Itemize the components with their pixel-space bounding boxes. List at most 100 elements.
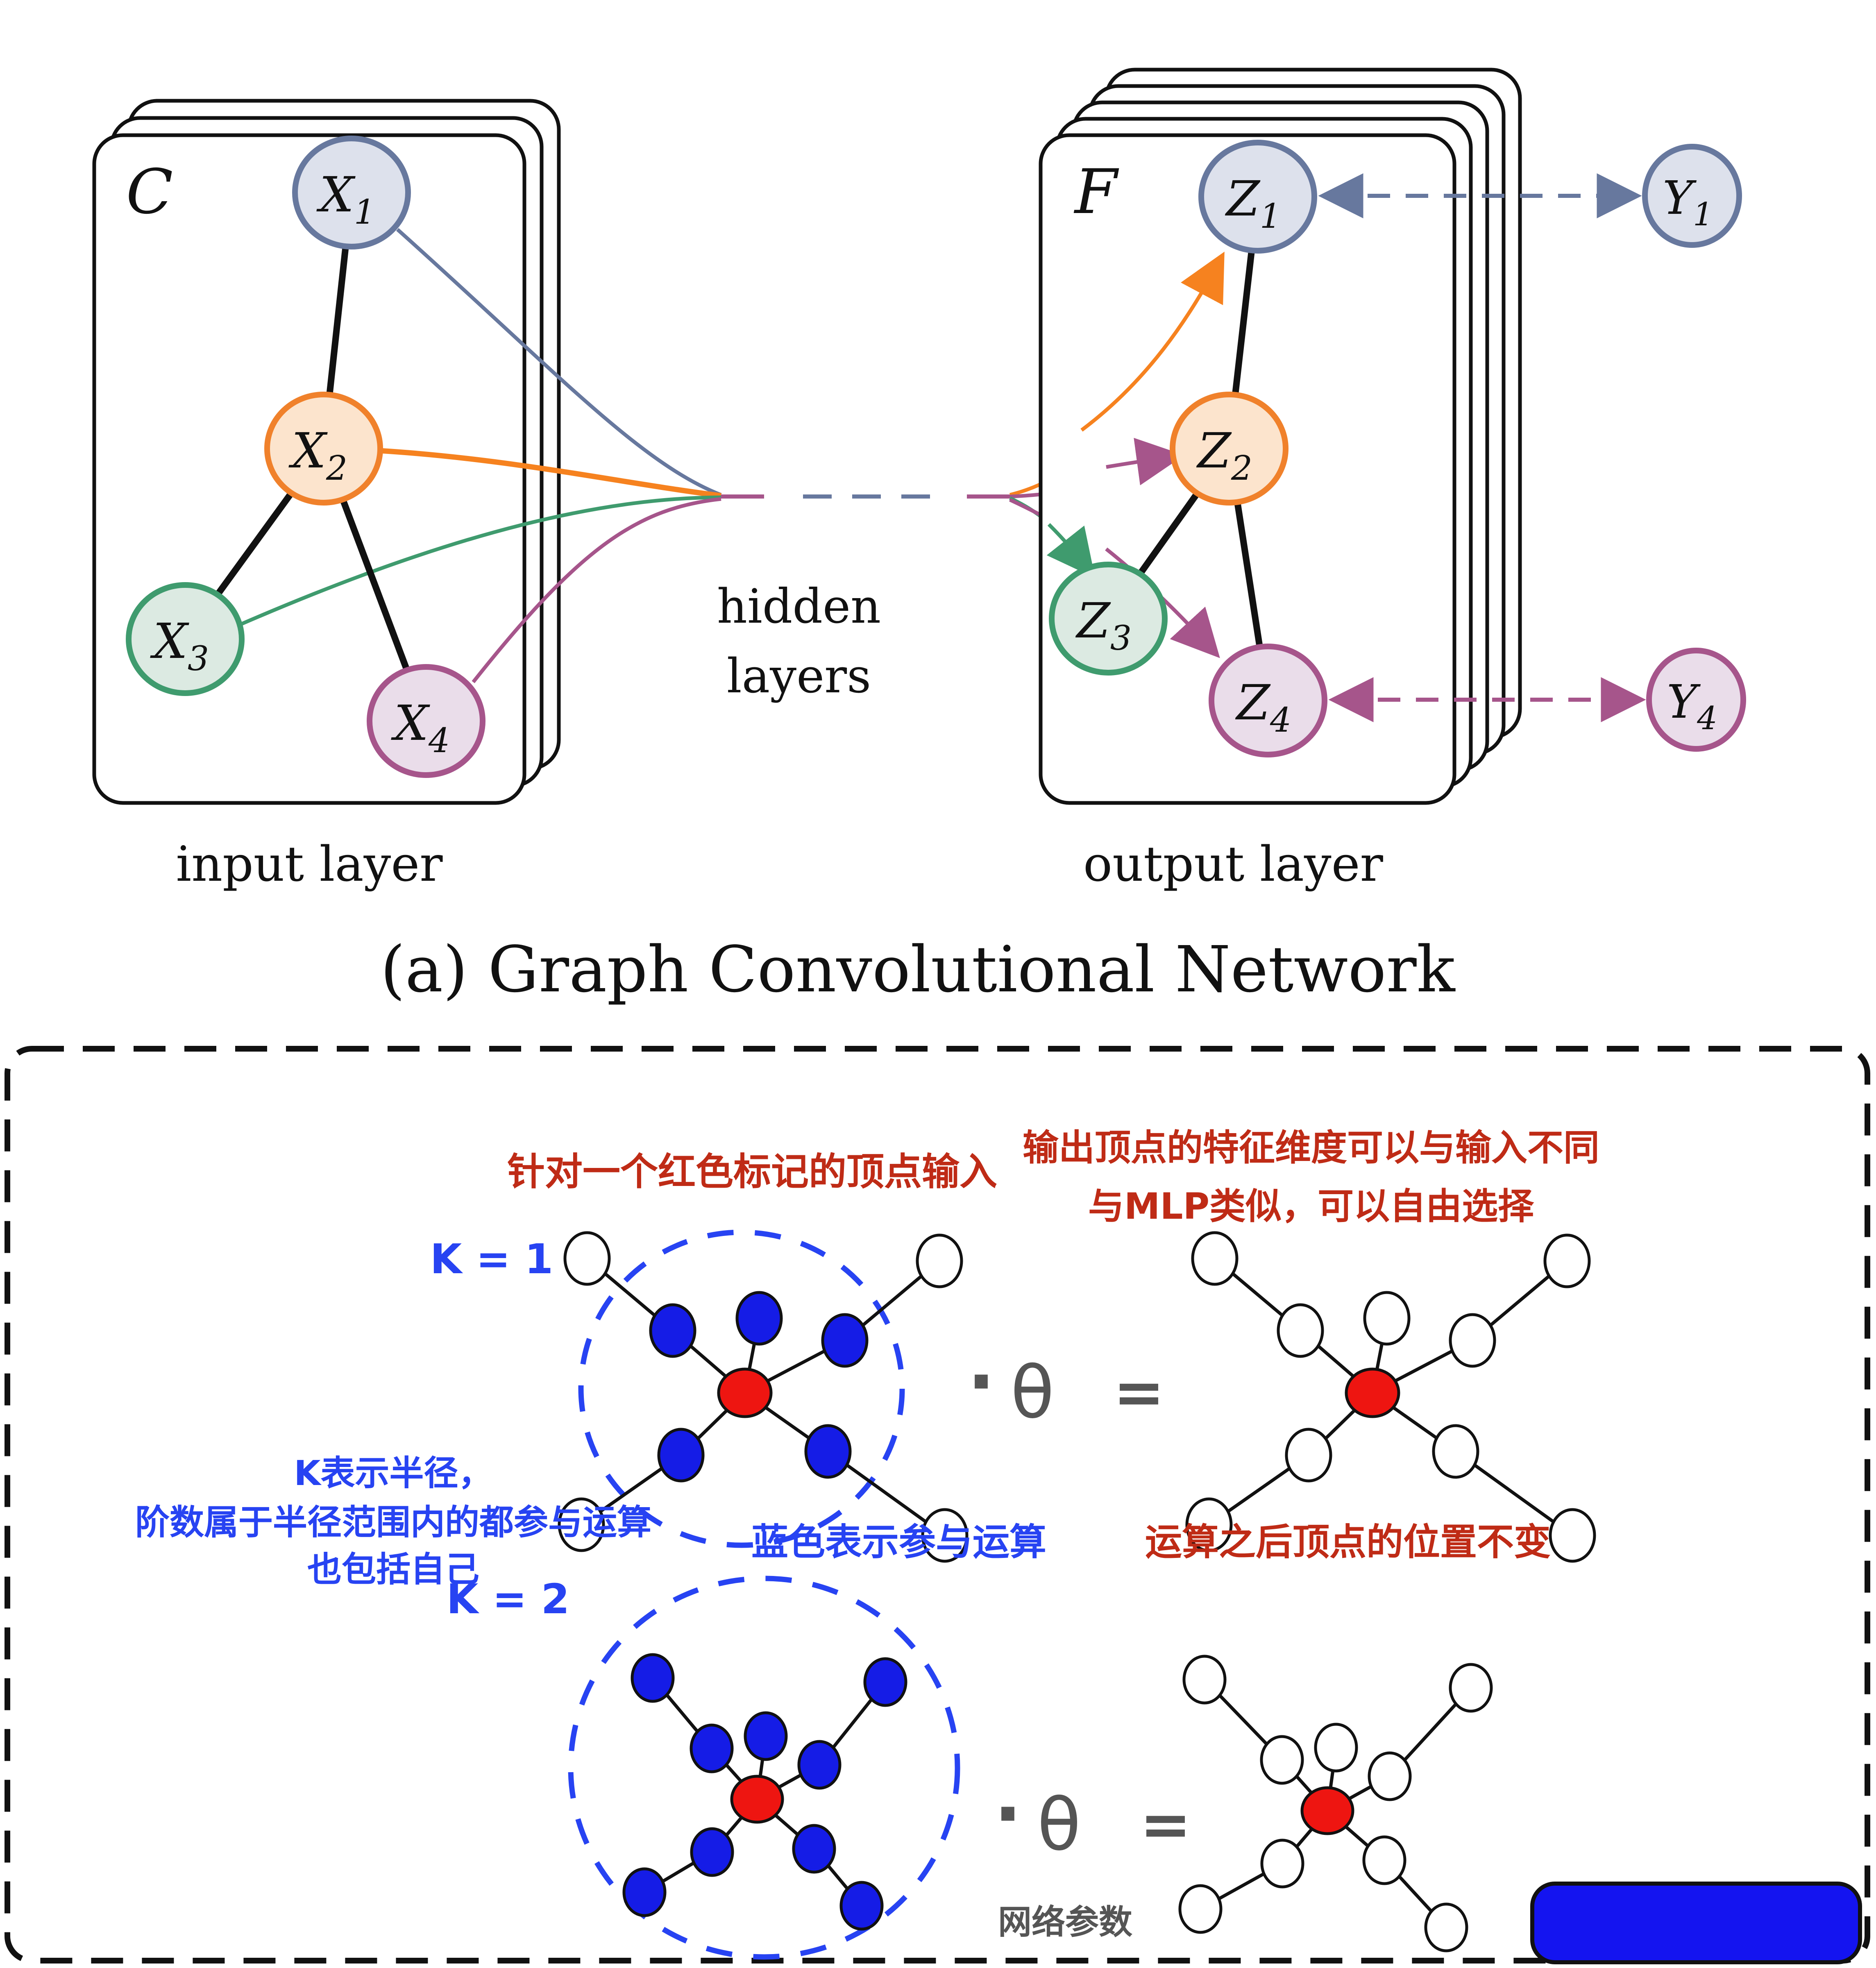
node-z1: Z1 xyxy=(1198,140,1317,254)
node-x4-label: X4 xyxy=(391,695,450,760)
k1-red-center-node xyxy=(717,1367,773,1418)
k1-blue-node xyxy=(649,1303,696,1358)
node-y4-label: Y4 xyxy=(1667,676,1717,737)
k2-out-white-node xyxy=(1424,1902,1468,1952)
node-y4-circle xyxy=(1646,648,1746,752)
node-z3-circle xyxy=(1049,562,1168,676)
node-z1-circle xyxy=(1198,140,1317,254)
node-z4-circle xyxy=(1209,644,1327,757)
arrow-tip-z2 xyxy=(1106,438,1184,485)
k1-input-nodes xyxy=(558,1231,969,1563)
k1-out-white-node xyxy=(1185,1497,1233,1552)
input-layer-caption: input layer xyxy=(176,836,443,892)
k2-blue-node xyxy=(863,1657,907,1707)
note-blue-line1: K表示半径， xyxy=(294,1453,492,1493)
k1-out-white-node xyxy=(1549,1508,1596,1563)
k1-blue-node xyxy=(821,1313,869,1368)
note-red-right-line1: 输出顶点的特征维度可以与输入不同 xyxy=(1023,1127,1599,1169)
k2-blue-node xyxy=(797,1740,842,1790)
node-x3: X3 xyxy=(126,582,245,696)
k2-input-nodes xyxy=(622,1653,907,1931)
k2-out-white-node xyxy=(1449,1663,1493,1713)
k2-blue-node xyxy=(622,1867,667,1917)
figure-caption: (a) Graph Convolutional Network xyxy=(380,932,1455,1007)
node-x1-label: X1 xyxy=(316,166,375,232)
k2-output-nodes xyxy=(1178,1655,1493,1952)
node-z2-circle xyxy=(1170,392,1288,506)
k1-dot-operator: · xyxy=(967,1339,995,1425)
k2-blue-node xyxy=(690,1723,734,1773)
annotation-dashed-box xyxy=(5,1046,1870,1963)
k2-blue-node xyxy=(792,1824,836,1874)
node-z4-label: Z4 xyxy=(1235,674,1291,740)
node-x4: X4 xyxy=(367,664,485,778)
k1-radius-circle xyxy=(578,1229,905,1548)
k2-dot-operator: · xyxy=(994,1771,1022,1857)
k2-red-center-node xyxy=(730,1775,784,1824)
hidden-layers-line1: hidden xyxy=(717,579,881,634)
k1-blue-node xyxy=(657,1428,705,1483)
note-red-position: 运算之后顶点的位置不变 xyxy=(1145,1521,1551,1564)
k2-output-cluster xyxy=(1178,1655,1493,1952)
k2-radius-circle xyxy=(568,1576,960,1960)
node-x4-circle xyxy=(367,664,485,778)
k2-blue-node xyxy=(631,1653,675,1703)
k1-out-white-node xyxy=(1543,1233,1591,1288)
node-x3-label: X3 xyxy=(150,613,209,678)
k1-output-cluster xyxy=(1185,1231,1596,1563)
k2-theta-symbol: θ xyxy=(1037,1784,1081,1867)
k1-white-node xyxy=(916,1233,963,1288)
node-x1: X1 xyxy=(292,136,411,249)
k1-blue-node xyxy=(735,1291,783,1346)
input-nodes: X1 X2 X3 X4 xyxy=(126,136,485,778)
note-red-left: 针对一个红色标记的顶点输入 xyxy=(507,1150,997,1194)
output-layer-caption: output layer xyxy=(1083,836,1384,892)
k1-out-white-node xyxy=(1449,1313,1496,1368)
node-z1-label: Z1 xyxy=(1225,170,1281,236)
k2-blue-node xyxy=(690,1827,734,1877)
arrow-tip-z3 xyxy=(1046,523,1096,578)
k1-blue-node xyxy=(804,1424,852,1479)
k2-out-red-center-node xyxy=(1300,1786,1354,1835)
output-nodes: Z1 Z2 Z3 Z4 xyxy=(1049,140,1327,757)
note-blue-line3: 也包括自己 xyxy=(307,1549,479,1589)
k2-equals-sign: = xyxy=(1140,1789,1191,1860)
k1-output-nodes xyxy=(1185,1231,1596,1563)
node-x1-circle xyxy=(292,136,411,249)
k1-equals-sign: = xyxy=(1113,1357,1165,1428)
input-panel-tag: C xyxy=(126,156,173,228)
output-panel-tag: F xyxy=(1073,156,1119,228)
curve-x3-hidden xyxy=(239,495,721,627)
node-x2-circle xyxy=(264,392,383,506)
k1-white-node xyxy=(558,1497,605,1552)
node-x3-circle xyxy=(126,582,245,696)
k1-theta-symbol: θ xyxy=(1010,1351,1054,1435)
k1-white-node xyxy=(563,1231,611,1286)
node-z2-label: Z2 xyxy=(1196,422,1252,488)
k2-out-white-node xyxy=(1178,1884,1223,1934)
k1-white-node xyxy=(921,1508,969,1563)
note-blue-line2: 阶数属于半径范围内的都参与运算 xyxy=(135,1502,651,1542)
curve-x4-hidden xyxy=(472,497,721,683)
k1-out-white-node xyxy=(1432,1424,1479,1479)
curve-x1-hidden xyxy=(396,228,722,497)
node-z4: Z4 xyxy=(1209,644,1327,757)
curve-x2-hidden xyxy=(379,448,721,499)
k1-out-white-node xyxy=(1285,1428,1332,1483)
k2-out-white-node xyxy=(1182,1655,1227,1705)
note-red-right-line2: 与MLP类似，可以自由选择 xyxy=(1088,1185,1534,1227)
k2-label: K = 2 xyxy=(447,1575,570,1623)
bottom-right-blue-rect xyxy=(1530,1882,1862,1964)
node-z3: Z3 xyxy=(1049,562,1168,676)
k2-out-white-node xyxy=(1314,1723,1358,1773)
node-x2-label: X2 xyxy=(288,422,347,488)
k1-out-white-node xyxy=(1277,1303,1324,1358)
k1-out-white-node xyxy=(1191,1231,1239,1286)
k2-out-white-node xyxy=(1260,1735,1304,1785)
k1-label: K = 1 xyxy=(430,1235,553,1283)
node-z2: Z2 xyxy=(1170,392,1288,506)
node-z3-label: Z3 xyxy=(1075,592,1132,658)
k2-input-cluster xyxy=(568,1576,960,1960)
k2-blue-node xyxy=(744,1711,788,1761)
